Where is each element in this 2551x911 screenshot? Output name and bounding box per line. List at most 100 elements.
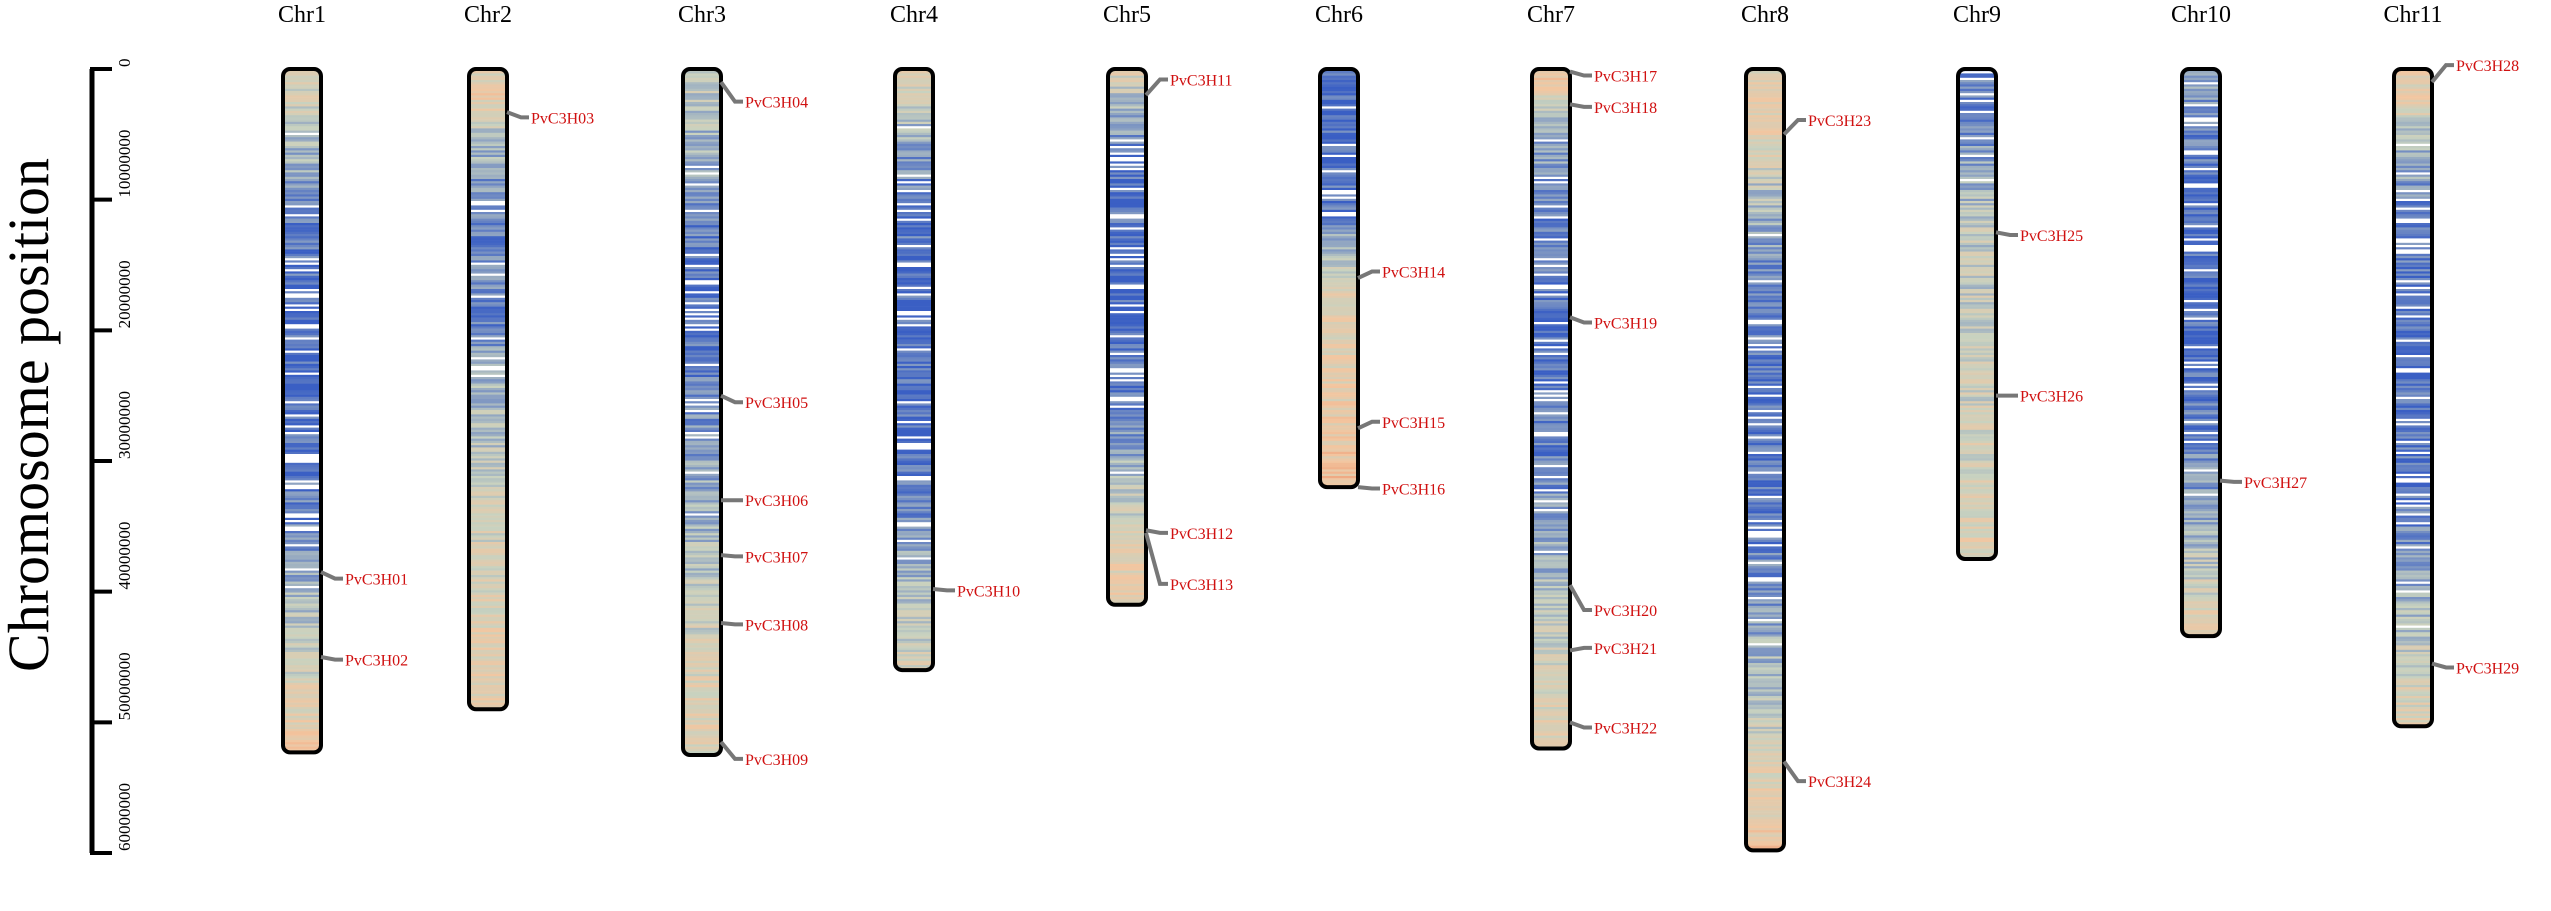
gene-leader-line	[506, 110, 529, 120]
gene-leader-line	[2219, 478, 2242, 484]
gene-marker-pvc3h18: PvC3H18	[1569, 100, 1657, 117]
chromosome-chr11	[2392, 67, 2434, 729]
chromosome-label: Chr1	[278, 2, 326, 28]
gene-marker-pvc3h13: PvC3H13	[1144, 532, 1233, 594]
gene-label: PvC3H20	[1594, 603, 1657, 620]
gene-marker-pvc3h11: PvC3H11	[1144, 72, 1233, 97]
chromosome-label: Chr4	[890, 2, 938, 28]
chromosome-chr10	[2180, 67, 2222, 639]
gene-marker-pvc3h08: PvC3H08	[720, 617, 808, 634]
gene-leader-line	[2430, 63, 2454, 84]
gene-label: PvC3H12	[1170, 526, 1233, 543]
gene-leader-line	[320, 655, 343, 662]
chromosome-chr4	[893, 67, 935, 673]
y-axis-tick-label: 20000000	[115, 260, 134, 328]
gene-label: PvC3H14	[1382, 265, 1445, 282]
density-bands	[1746, 69, 1784, 851]
gene-label: PvC3H22	[1594, 721, 1657, 738]
chromosome-label: Chr9	[1953, 2, 2001, 28]
gene-marker-pvc3h28: PvC3H28	[2430, 58, 2519, 84]
gene-leader-line	[1144, 532, 1168, 586]
gene-label: PvC3H07	[745, 549, 808, 566]
gene-label: PvC3H17	[1594, 69, 1657, 86]
gene-marker-pvc3h20: PvC3H20	[1568, 584, 1657, 620]
density-bands	[1320, 69, 1358, 488]
gene-marker-pvc3h07: PvC3H07	[720, 549, 808, 566]
chromosome-outline	[1956, 67, 1998, 561]
chromosome-outline	[2392, 67, 2434, 729]
gene-leader-line	[1782, 760, 1806, 784]
chromosome-chr5	[1106, 67, 1148, 607]
y-axis-tick-label: 50000000	[115, 652, 134, 720]
gene-marker-pvc3h24: PvC3H24	[1782, 760, 1871, 791]
y-axis-tick-label: 0	[115, 59, 134, 68]
gene-leader-line	[1145, 528, 1168, 535]
gene-marker-pvc3h15: PvC3H15	[1357, 415, 1445, 432]
chromosome-chr6	[1318, 67, 1360, 490]
gene-label: PvC3H10	[957, 583, 1020, 600]
y-axis-title: Chromosome position	[0, 158, 61, 672]
gene-label: PvC3H01	[345, 572, 408, 589]
chromosome-label: Chr3	[678, 2, 726, 28]
gene-marker-pvc3h21: PvC3H21	[1569, 641, 1657, 658]
gene-label: PvC3H16	[1382, 481, 1445, 498]
gene-marker-pvc3h27: PvC3H27	[2219, 475, 2307, 492]
chromosome-outline	[1530, 67, 1572, 751]
density-bands	[469, 69, 507, 710]
chromosome-outline	[281, 67, 323, 755]
chromosome-outline	[893, 67, 935, 673]
gene-marker-pvc3h02: PvC3H02	[320, 653, 408, 670]
gene-marker-pvc3h03: PvC3H03	[506, 110, 594, 127]
density-bands	[1532, 69, 1570, 749]
gene-label: PvC3H29	[2456, 660, 2519, 677]
gene-label: PvC3H04	[745, 95, 808, 112]
gene-label: PvC3H03	[531, 110, 594, 127]
gene-marker-pvc3h22: PvC3H22	[1569, 720, 1657, 738]
gene-leader-line	[719, 80, 743, 104]
density-bands	[283, 69, 321, 753]
gene-label: PvC3H28	[2456, 58, 2519, 75]
chromosome-outline	[1106, 67, 1148, 607]
chromosome-outline	[1744, 67, 1786, 853]
gene-leader-line	[720, 621, 743, 627]
gene-leader-line	[1569, 69, 1592, 78]
gene-marker-pvc3h04: PvC3H04	[719, 80, 808, 112]
y-axis-tick-label: 60000000	[115, 783, 134, 851]
gene-marker-pvc3h09: PvC3H09	[719, 740, 808, 769]
gene-marker-pvc3h10: PvC3H10	[932, 583, 1020, 600]
chromosome-label: Chr2	[464, 2, 512, 28]
density-bands	[683, 69, 721, 755]
y-axis-tick-label: 40000000	[115, 522, 134, 590]
chromosome-chr3	[681, 67, 723, 757]
gene-marker-pvc3h19: PvC3H19	[1569, 315, 1657, 332]
gene-leader-line	[1569, 315, 1592, 325]
gene-leader-line	[932, 587, 955, 593]
gene-leader-line	[1357, 269, 1380, 280]
gene-label: PvC3H23	[1808, 113, 1871, 130]
chromosome-chr2	[467, 67, 509, 712]
gene-marker-pvc3h14: PvC3H14	[1357, 265, 1445, 282]
gene-marker-pvc3h05: PvC3H05	[720, 393, 808, 412]
chromosome-chr1	[281, 67, 323, 755]
gene-label: PvC3H05	[745, 395, 808, 412]
chromosome-label: Chr8	[1741, 2, 1789, 28]
gene-marker-pvc3h12: PvC3H12	[1145, 526, 1233, 543]
gene-leader-line	[720, 393, 743, 405]
y-axis-tick-label: 30000000	[115, 391, 134, 459]
gene-marker-pvc3h17: PvC3H17	[1569, 69, 1657, 86]
gene-leader-line	[1357, 419, 1380, 431]
gene-label: PvC3H21	[1594, 641, 1657, 658]
gene-marker-pvc3h26: PvC3H26	[1996, 389, 2083, 406]
chromosome-label: Chr5	[1103, 2, 1151, 28]
gene-label: PvC3H24	[1808, 774, 1871, 791]
gene-leader-line	[1144, 77, 1168, 97]
density-bands	[895, 69, 933, 671]
chromosome-chr8	[1744, 67, 1786, 853]
gene-label: PvC3H08	[745, 617, 808, 634]
y-axis-tick-label: 10000000	[115, 130, 134, 198]
gene-label: PvC3H26	[2020, 389, 2083, 406]
gene-marker-pvc3h29: PvC3H29	[2431, 660, 2519, 677]
gene-leader-line	[1569, 102, 1592, 109]
